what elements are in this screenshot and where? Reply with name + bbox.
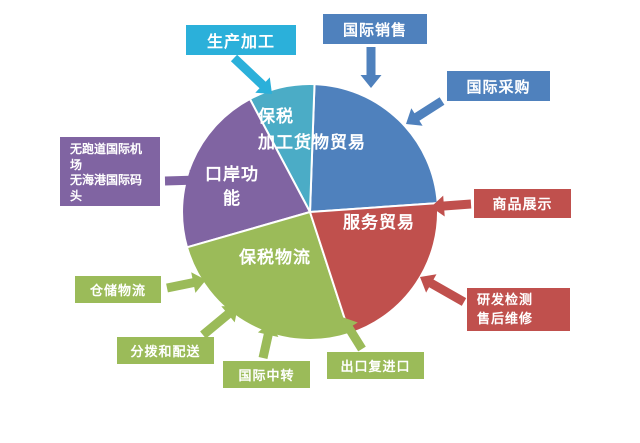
callout-export-reimport: 出口复进口 [327,352,424,379]
arrow-product-display [431,195,472,217]
arrow-warehousing-logistics [166,272,206,293]
callout-distribution-delivery: 分拨和配送 [117,337,214,364]
arrow-international-transit [257,322,279,359]
callout-international-sales: 国际销售 [323,14,427,44]
arrow-rd-testing-after-sales [420,274,467,306]
arrow-international-sales [360,47,382,88]
callout-no-runway-airport-no-seaport: 无跑道国际机场 无海港国际码头 [60,137,160,206]
arrow-production-processing [230,54,272,94]
arrow-distribution-delivery [200,306,238,339]
callout-product-display: 商品展示 [474,189,571,218]
arrow-no-runway-airport-no-seaport [164,169,203,191]
arrow-export-reimport [340,317,366,352]
callout-production-processing: 生产加工 [186,25,296,55]
pie-wedge-processing-goods-trade [309,83,439,213]
callout-international-procurement: 国际采购 [447,71,550,101]
arrow-international-procurement [406,97,445,126]
callout-rd-testing-after-sales: 研发检测 售后维修 [467,288,570,331]
callout-international-transit: 国际中转 [223,361,310,388]
callout-warehousing-logistics: 仓储物流 [75,276,161,303]
pie-wedge-service-trade [309,202,440,335]
pie-wedge-port-function [181,98,311,249]
